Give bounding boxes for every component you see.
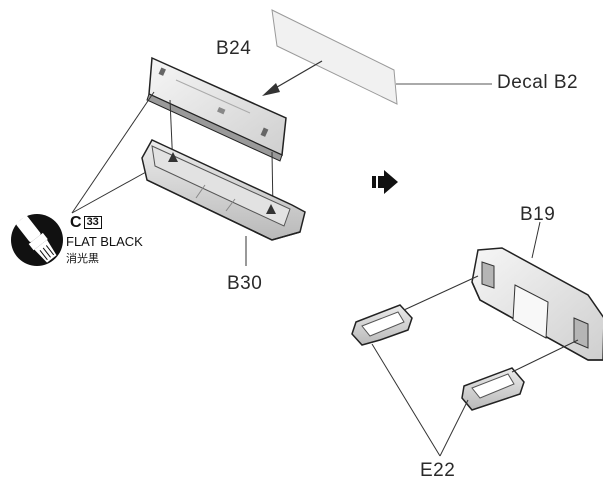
next-step-arrow-icon [372,170,398,194]
paint-leaders [71,91,155,214]
label-b24: B24 [216,38,252,59]
e22-leaders [371,343,469,457]
part-b30 [141,139,306,241]
label-decal-b2: Decal B2 [497,72,579,93]
attachment-lines [403,275,579,373]
paint-name: FLAT BLACK [66,234,143,249]
decal-arrow [262,60,323,96]
label-e22: E22 [420,460,456,481]
part-b19 [471,221,603,361]
part-b24 [146,56,287,162]
part-e22-right [461,367,525,411]
part-e22-left [351,304,413,346]
paint-code-letter: C [70,214,82,231]
label-b19: B19 [520,204,556,225]
paint-brush-icon [11,214,63,266]
label-b30: B30 [227,273,263,294]
decal-sheet [271,9,492,105]
paint-code-number: 33 [83,216,102,229]
paint-name-jp: 消光黒 [66,252,99,265]
